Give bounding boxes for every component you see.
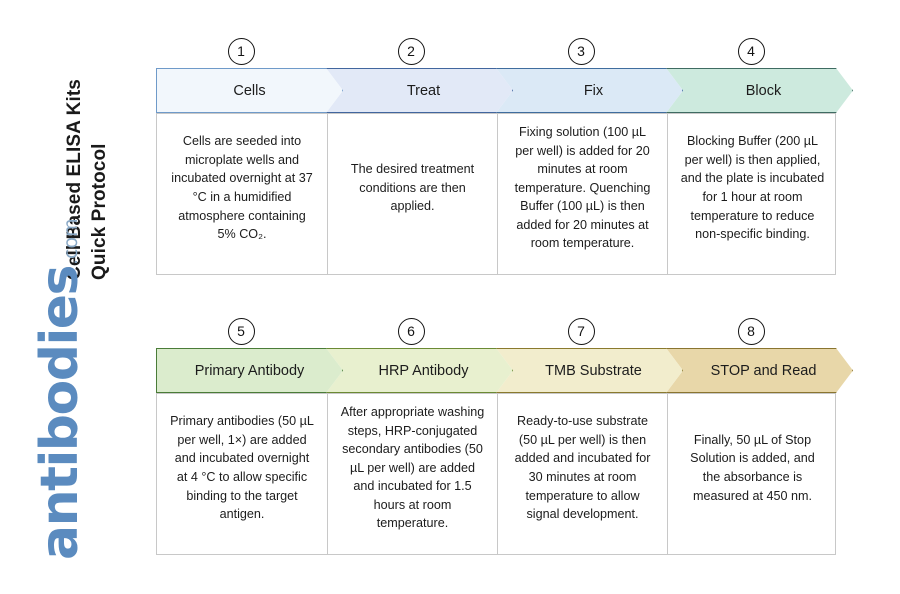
step-label-4: Block (745, 82, 782, 99)
step-label-7: TMB Substrate (545, 362, 642, 379)
step-description-panel-6: After appropriate washing steps, HRP-con… (327, 394, 497, 554)
step-description-panel-5: Primary antibodies (50 µL per well, 1×) … (157, 394, 327, 554)
description-strip-1: Cells are seeded into microplate wells a… (156, 113, 836, 275)
step-label-5: Primary Antibody (194, 362, 305, 379)
step-chevron-2[interactable]: Treat (326, 68, 513, 113)
step-description-text-5: Primary antibodies (50 µL per well, 1×) … (170, 414, 314, 522)
brand-logo-tld: .com (60, 218, 82, 265)
step-number-badge-6: 6 (397, 318, 425, 345)
step-description-panel-4: Blocking Buffer (200 µL per well) is the… (667, 114, 837, 274)
step-chevron-1[interactable]: Cells (156, 68, 343, 113)
chevron-strip-1: Cells Treat Fix Block (156, 68, 844, 113)
step-description-text-6: After appropriate washing steps, HRP-con… (340, 404, 485, 531)
step-number-badge-3: 3 (567, 38, 595, 65)
step-description-panel-3: Fixing solution (100 µL per well) is add… (497, 114, 667, 274)
protocol-row-2: 5 6 7 8 Primary Antibody HRP Antibody TMB Sub… (156, 316, 844, 555)
step-description-panel-1: Cells are seeded into microplate wells a… (157, 114, 327, 274)
step-chevron-6[interactable]: HRP Antibody (326, 348, 513, 393)
step-badge-strip-1: 1 2 3 4 (156, 36, 836, 68)
chevron-strip-2: Primary Antibody HRP Antibody TMB Substrat… (156, 348, 844, 393)
step-chevron-8[interactable]: STOP and Read (666, 348, 853, 393)
step-chevron-7[interactable]: TMB Substrate (496, 348, 683, 393)
step-label-2: Treat (406, 82, 441, 99)
protocol-row-1: 1 2 3 4 Cells Treat Fix Block Cells are seeded… (156, 36, 844, 275)
step-label-1: Cells (233, 82, 266, 99)
step-number-badge-4: 4 (737, 38, 765, 65)
step-badge-strip-2: 5 6 7 8 (156, 316, 836, 348)
page-title: Cell Based ELISA Kits Quick Protocol (62, 0, 118, 280)
step-description-text-4: Blocking Buffer (200 µL per well) is the… (680, 134, 825, 242)
step-description-text-2: The desired treatment conditions are the… (350, 162, 475, 214)
step-number-badge-1: 1 (227, 38, 255, 65)
brand-logo: antibodies.com (30, 40, 90, 560)
step-description-panel-8: Finally, 50 µL of Stop Solution is added… (667, 394, 837, 554)
step-chevron-5[interactable]: Primary Antibody (156, 348, 343, 393)
step-description-text-1: Cells are seeded into microplate wells a… (171, 134, 313, 242)
step-label-3: Fix (583, 82, 604, 99)
page-title-line-2: Quick Protocol (89, 143, 110, 280)
step-description-text-3: Fixing solution (100 µL per well) is add… (514, 124, 651, 251)
step-description-text-8: Finally, 50 µL of Stop Solution is added… (690, 432, 815, 503)
step-label-8: STOP and Read (710, 362, 817, 379)
step-number-badge-7: 7 (567, 318, 595, 345)
step-number-badge-2: 2 (397, 38, 425, 65)
step-chevron-4[interactable]: Block (666, 68, 853, 113)
step-description-panel-2: The desired treatment conditions are the… (327, 114, 497, 274)
brand-logo-word: antibodies (30, 265, 90, 560)
step-number-badge-5: 5 (227, 318, 255, 345)
step-description-text-7: Ready-to-use substrate (50 µL per well) … (514, 414, 651, 522)
step-description-panel-7: Ready-to-use substrate (50 µL per well) … (497, 394, 667, 554)
description-strip-2: Primary antibodies (50 µL per well, 1×) … (156, 393, 836, 555)
step-chevron-3[interactable]: Fix (496, 68, 683, 113)
step-label-6: HRP Antibody (378, 362, 469, 379)
step-number-badge-8: 8 (737, 318, 765, 345)
